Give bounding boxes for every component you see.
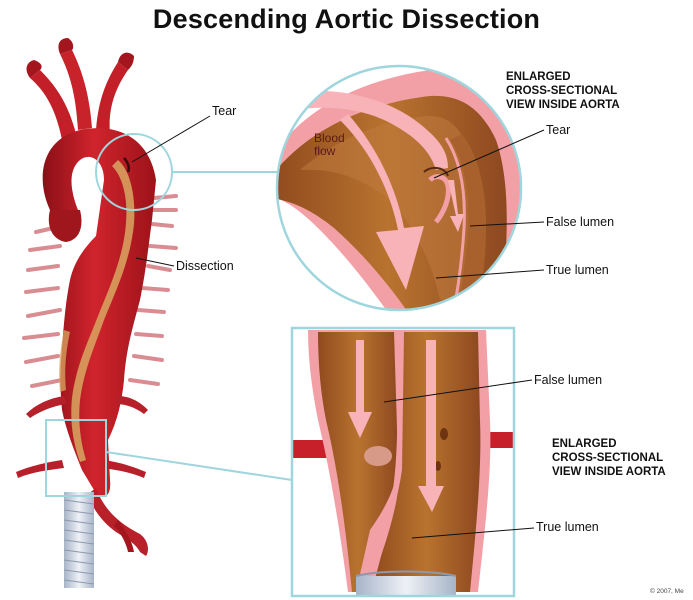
- header-top-line2: CROSS-SECTIONAL: [506, 84, 620, 98]
- lower-zoom-view: [292, 328, 514, 596]
- header-bottom-line2: CROSS-SECTIONAL: [552, 451, 666, 465]
- header-bottom: ENLARGED CROSS-SECTIONAL VIEW INSIDE AOR…: [552, 437, 666, 479]
- header-bottom-line1: ENLARGED: [552, 437, 666, 451]
- header-bottom-line3: VIEW INSIDE AORTA: [552, 465, 666, 479]
- tear-zoom-view: [270, 60, 530, 330]
- label-dissection: Dissection: [176, 259, 234, 273]
- label-true-lumen-top: True lumen: [546, 263, 609, 277]
- header-top-line3: VIEW INSIDE AORTA: [506, 98, 620, 112]
- copyright-notice: © 2007, Me: [650, 588, 684, 595]
- label-false-lumen-top: False lumen: [546, 215, 614, 229]
- aorta-illustration: [16, 38, 176, 588]
- label-tear-zoom: Tear: [546, 123, 570, 137]
- label-tear: Tear: [212, 104, 236, 118]
- header-top: ENLARGED CROSS-SECTIONAL VIEW INSIDE AOR…: [506, 70, 620, 112]
- label-true-lumen-bottom: True lumen: [536, 520, 599, 534]
- label-false-lumen-bottom: False lumen: [534, 373, 602, 387]
- label-blood-flow-line2: flow: [314, 145, 345, 158]
- label-blood-flow: Blood flow: [314, 132, 345, 158]
- header-top-line1: ENLARGED: [506, 70, 620, 84]
